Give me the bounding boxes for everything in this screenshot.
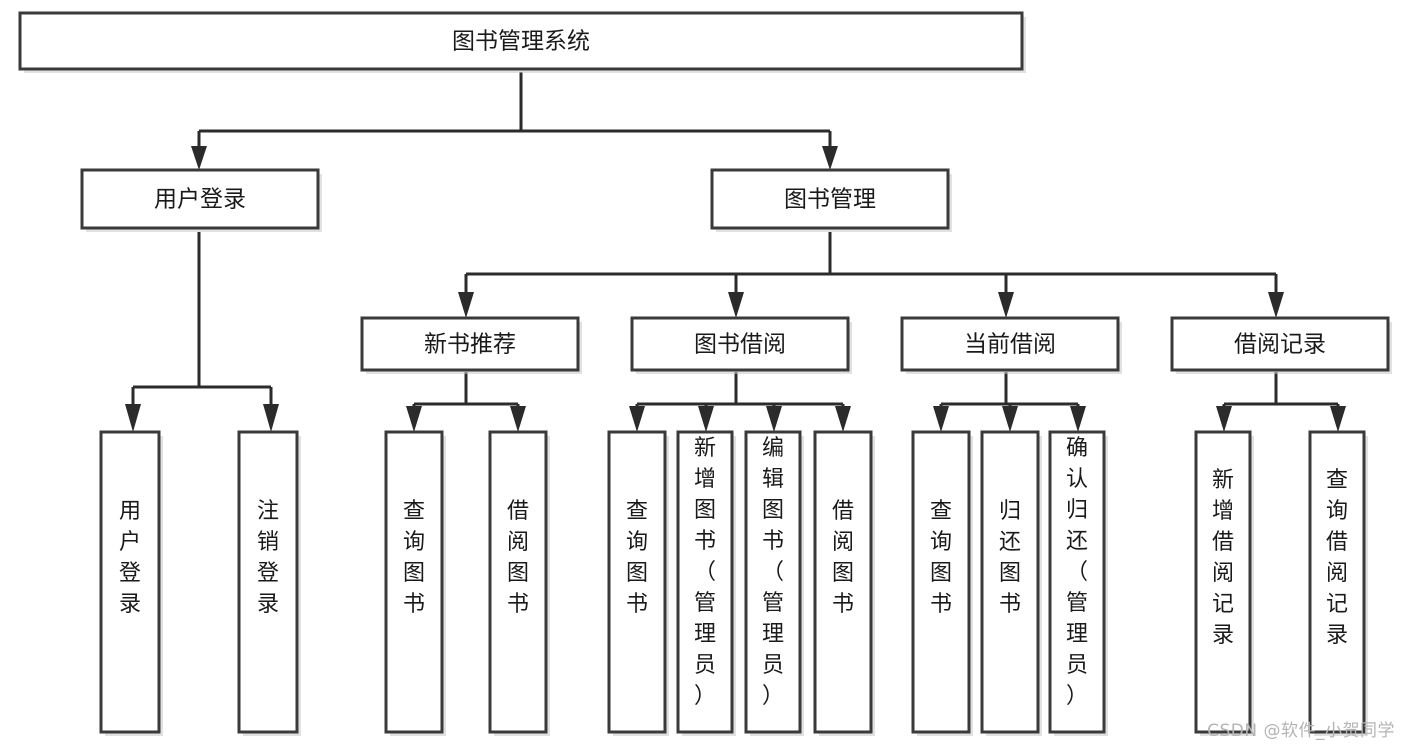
leaf-logout-label: 注销登录 [257,499,279,617]
node-new-book-recommend[interactable]: 新书推荐 [360,316,582,374]
arrow-borrowrecord-leaf-1 [1216,406,1232,432]
leaf-bookborrow-query-label: 查询图书 [626,499,648,617]
leaf-logout-box [237,430,299,734]
leaf-newbook-borrow-label: 借阅图书 [507,499,529,617]
leaf-record-add-box [1194,430,1252,734]
arrow-newbook-leaf-1 [406,406,422,432]
leaf-node[interactable]: 归还图书 [980,430,1042,736]
node-root[interactable]: 图书管理系统 [18,11,1026,73]
arrow-root-to-book-manage [822,146,838,170]
leaf-user-login-box [99,430,161,734]
arrow-currentborrow-leaf-3 [1070,406,1086,432]
leaf-currentborrow-confirm-box [1048,430,1106,734]
arrow-bookborrow-leaf-1 [629,406,645,432]
leaf-node[interactable]: 查询图书 [911,430,973,736]
leaf-node[interactable]: 编辑图书（管理员） [744,430,804,736]
arrow-bookmanage-to-borrow-record [1268,292,1284,318]
leaf-newbook-query-box [384,430,444,734]
arrow-borrowrecord-leaf-2 [1330,406,1346,432]
leaf-currentborrow-return-label: 归还图书 [999,499,1021,617]
node-current-borrow-box [900,316,1120,372]
leaf-newbook-query-label: 查询图书 [403,499,425,617]
arrow-bookmanage-to-current-borrow [998,292,1014,318]
node-borrow-record-box [1170,316,1390,372]
arrow-bookborrow-leaf-2 [698,406,714,432]
node-borrow-record-label: 借阅记录 [1234,332,1326,358]
node-new-book-recommend-box [360,316,580,372]
leaf-user-login-label: 用户登录 [119,499,141,617]
connector-layer [125,72,1346,432]
arrow-root-to-user-login [191,146,207,170]
arrow-currentborrow-leaf-1 [933,406,949,432]
leaf-node[interactable]: 查询图书 [607,430,669,736]
arrow-newbook-leaf-2 [510,406,526,432]
leaf-node[interactable]: 借阅图书 [488,430,550,736]
node-user-login-box [80,168,320,230]
node-book-borrow-box [630,316,850,372]
leaf-bookborrow-query-box [607,430,667,734]
node-current-borrow[interactable]: 当前借阅 [900,316,1122,374]
leaf-record-add-label: 新增借阅记录 [1212,468,1234,648]
leaf-bookborrow-add-box [676,430,734,734]
node-user-login[interactable]: 用户登录 [80,168,322,232]
leaf-node[interactable]: 借阅图书 [813,430,875,736]
leaf-node[interactable]: 用户登录 [99,430,163,736]
leaf-node[interactable]: 新增图书（管理员） [676,430,736,736]
arrow-bookborrow-leaf-4 [835,406,851,432]
node-borrow-record[interactable]: 借阅记录 [1170,316,1392,374]
node-user-login-label: 用户登录 [154,187,246,213]
node-book-manage[interactable]: 图书管理 [710,168,952,232]
arrow-userlogin-leaf-2 [263,404,279,432]
leaf-bookborrow-borrow-label: 借阅图书 [832,499,854,617]
leaf-node[interactable]: 确认归还（管理员） [1048,430,1108,736]
leaf-node[interactable]: 查询图书 [384,430,446,736]
leaf-currentborrow-confirm-label: 确认归还（管理员） [1066,436,1088,709]
leaf-newbook-borrow-box [488,430,548,734]
arrow-userlogin-leaf-1 [125,404,141,432]
csdn-watermark: CSDN @软件_小贺同学 [1207,721,1395,741]
leaf-currentborrow-return-box [980,430,1040,734]
arrow-bookmanage-to-book-borrow [728,292,744,318]
leaf-node[interactable]: 新增借阅记录 [1194,430,1254,736]
leaf-node[interactable]: 注销登录 [237,430,301,736]
arrow-bookborrow-leaf-3 [766,406,782,432]
node-root-box [18,11,1024,71]
node-book-borrow[interactable]: 图书借阅 [630,316,852,374]
leaf-bookborrow-borrow-box [813,430,873,734]
leaf-record-query-box [1308,430,1366,734]
node-book-manage-label: 图书管理 [784,187,876,213]
leaf-record-query-label: 查询借阅记录 [1326,468,1348,648]
arrow-bookmanage-to-new-book [458,292,474,318]
leaf-bookborrow-edit-label: 编辑图书（管理员） [762,436,784,709]
leaf-bookborrow-edit-box [744,430,802,734]
node-book-manage-box [710,168,950,230]
leaf-currentborrow-query-box [911,430,971,734]
node-new-book-recommend-label: 新书推荐 [424,332,516,358]
leaf-bookborrow-add-label: 新增图书（管理员） [694,436,716,709]
arrow-currentborrow-leaf-2 [1002,406,1018,432]
node-book-borrow-label: 图书借阅 [694,332,786,358]
leaf-currentborrow-query-label: 查询图书 [930,499,952,617]
node-root-label: 图书管理系统 [452,29,590,55]
leaf-node[interactable]: 查询借阅记录 [1308,430,1368,736]
node-current-borrow-label: 当前借阅 [964,332,1056,358]
